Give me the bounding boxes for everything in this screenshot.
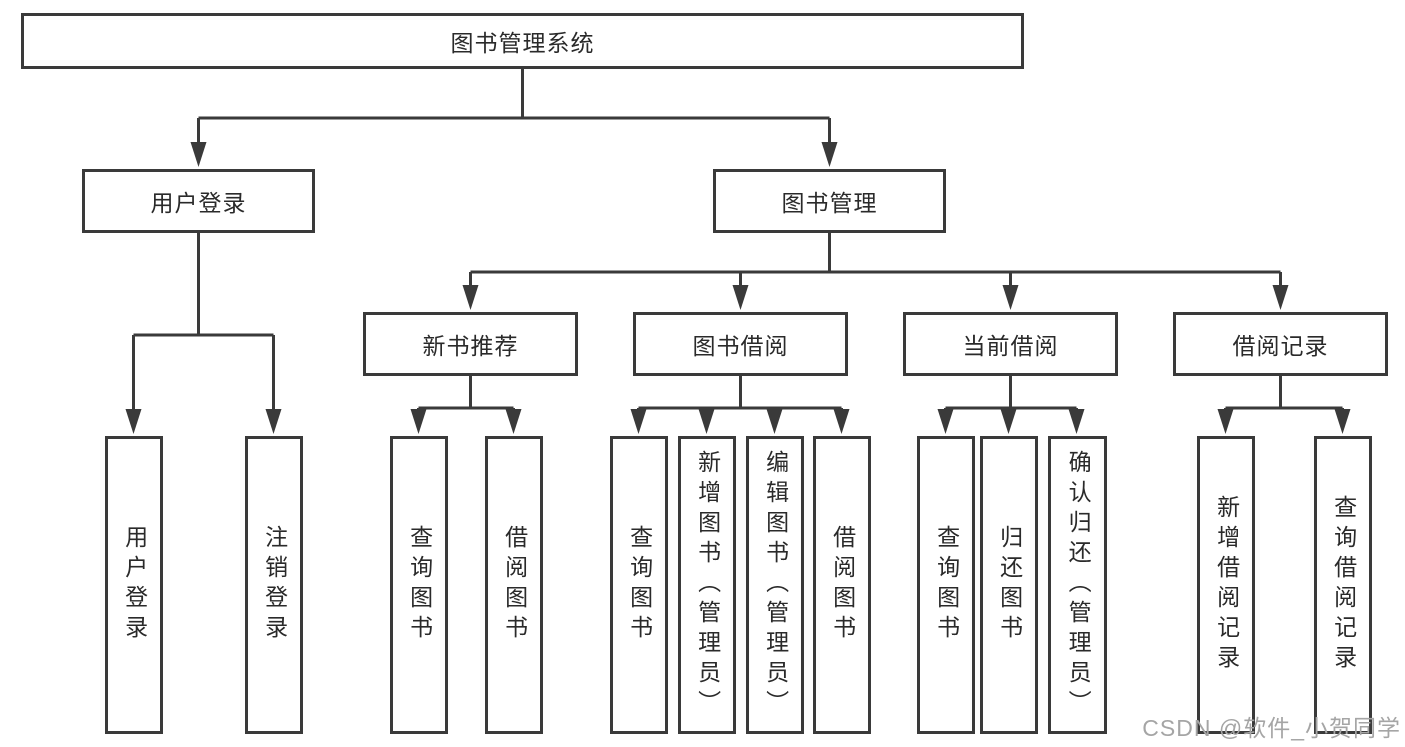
leaf-edit-book-admin: 编辑图书（管理员） [746, 436, 804, 734]
leaf-query-book-current-label: 查询图书 [933, 525, 960, 645]
node-user-login-label: 用户登录 [150, 190, 247, 216]
node-book-borrow: 图书借阅 [633, 312, 848, 376]
leaf-query-borrow-record: 查询借阅记录 [1314, 436, 1372, 734]
leaf-query-book-recommend-label: 查询图书 [406, 525, 433, 645]
leaf-confirm-return-admin: 确认归还（管理员） [1048, 436, 1107, 734]
leaf-add-book-admin-label: 新增图书（管理员） [694, 450, 721, 720]
node-user-login: 用户登录 [82, 169, 315, 233]
watermark: CSDN @软件_小贺同学 [1142, 715, 1401, 741]
leaf-logout: 注销登录 [245, 436, 303, 734]
edges-user-login-group [125, 231, 282, 434]
leaf-add-book-admin: 新增图书（管理员） [678, 436, 736, 734]
node-new-book-recommend: 新书推荐 [363, 312, 578, 376]
leaf-return-book-label: 归还图书 [996, 525, 1023, 645]
node-book-management: 图书管理 [713, 169, 946, 233]
edges-new-book-recommend-group [410, 374, 522, 434]
leaf-user-login: 用户登录 [105, 436, 163, 734]
edges-current-borrow-group [937, 374, 1085, 434]
node-book-borrow-label: 图书借阅 [692, 333, 789, 359]
node-current-borrow-label: 当前借阅 [962, 333, 1059, 359]
leaf-query-book-borrow-label: 查询图书 [626, 525, 653, 645]
leaf-logout-label: 注销登录 [261, 525, 288, 645]
leaf-borrow-book: 借阅图书 [813, 436, 871, 734]
node-book-management-label: 图书管理 [781, 190, 878, 216]
edges-book-management-group [462, 231, 1289, 310]
edges-borrow-record-group [1217, 374, 1351, 434]
node-current-borrow: 当前借阅 [903, 312, 1118, 376]
leaf-query-book-borrow: 查询图书 [610, 436, 668, 734]
node-library-system: 图书管理系统 [21, 13, 1024, 69]
leaf-confirm-return-admin-label: 确认归还（管理员） [1065, 450, 1092, 720]
leaf-edit-book-admin-label: 编辑图书（管理员） [762, 450, 789, 720]
leaf-add-borrow-record-label: 新增借阅记录 [1213, 495, 1240, 675]
node-library-system-label: 图书管理系统 [450, 30, 595, 56]
edges-book-borrow-group [630, 374, 850, 434]
node-borrow-record: 借阅记录 [1173, 312, 1388, 376]
leaf-add-borrow-record: 新增借阅记录 [1197, 436, 1255, 734]
leaf-borrow-book-label: 借阅图书 [829, 525, 856, 645]
node-new-book-recommend-label: 新书推荐 [422, 333, 519, 359]
edges-root-to-level2 [190, 67, 838, 167]
leaf-user-login-label: 用户登录 [121, 525, 148, 645]
leaf-return-book: 归还图书 [980, 436, 1038, 734]
leaf-query-borrow-record-label: 查询借阅记录 [1330, 495, 1357, 675]
leaf-borrow-book-recommend: 借阅图书 [485, 436, 543, 734]
leaf-query-book-current: 查询图书 [917, 436, 975, 734]
node-borrow-record-label: 借阅记录 [1232, 333, 1329, 359]
leaf-borrow-book-recommend-label: 借阅图书 [501, 525, 528, 645]
leaf-query-book-recommend: 查询图书 [390, 436, 448, 734]
